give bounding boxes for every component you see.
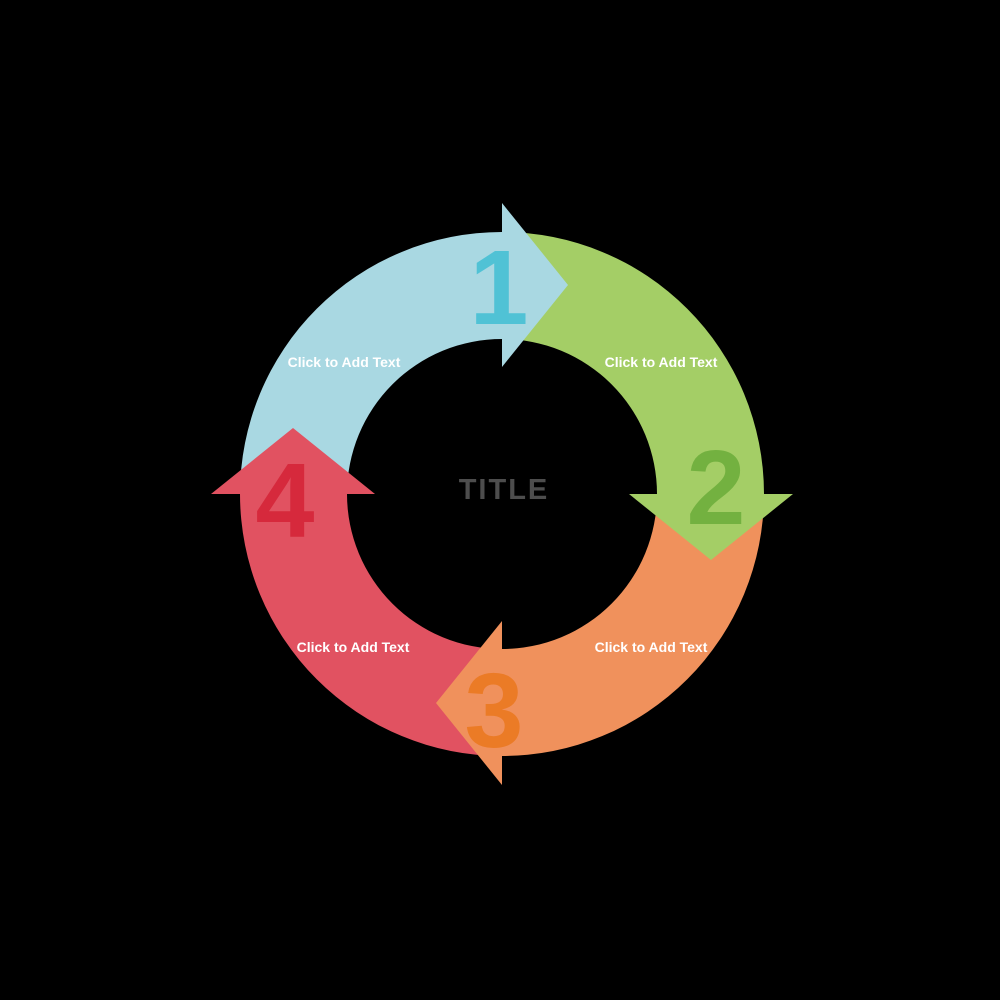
segment-1-label[interactable]: Click to Add Text xyxy=(288,354,401,370)
segment-4-arrowhead-icon[interactable] xyxy=(211,428,375,494)
segment-3-arrowhead-icon[interactable] xyxy=(436,621,502,785)
segment-2-arrowhead-icon[interactable] xyxy=(629,494,793,560)
segment-1-arrowhead-icon[interactable] xyxy=(502,203,568,367)
segment-3-number: 3 xyxy=(465,652,524,770)
segment-4-label[interactable]: Click to Add Text xyxy=(297,639,410,655)
segment-1-number: 1 xyxy=(470,229,529,347)
segment-2-label[interactable]: Click to Add Text xyxy=(605,354,718,370)
segment-3-body[interactable] xyxy=(502,494,764,756)
segment-4-body[interactable] xyxy=(240,494,502,756)
segment-1-body[interactable] xyxy=(240,232,502,494)
diagram-title[interactable]: TITLE xyxy=(459,474,550,506)
segment-2-body[interactable] xyxy=(502,232,764,494)
segment-3-label[interactable]: Click to Add Text xyxy=(595,639,708,655)
segment-4-number: 4 xyxy=(256,442,315,560)
segment-2-number: 2 xyxy=(687,429,746,547)
